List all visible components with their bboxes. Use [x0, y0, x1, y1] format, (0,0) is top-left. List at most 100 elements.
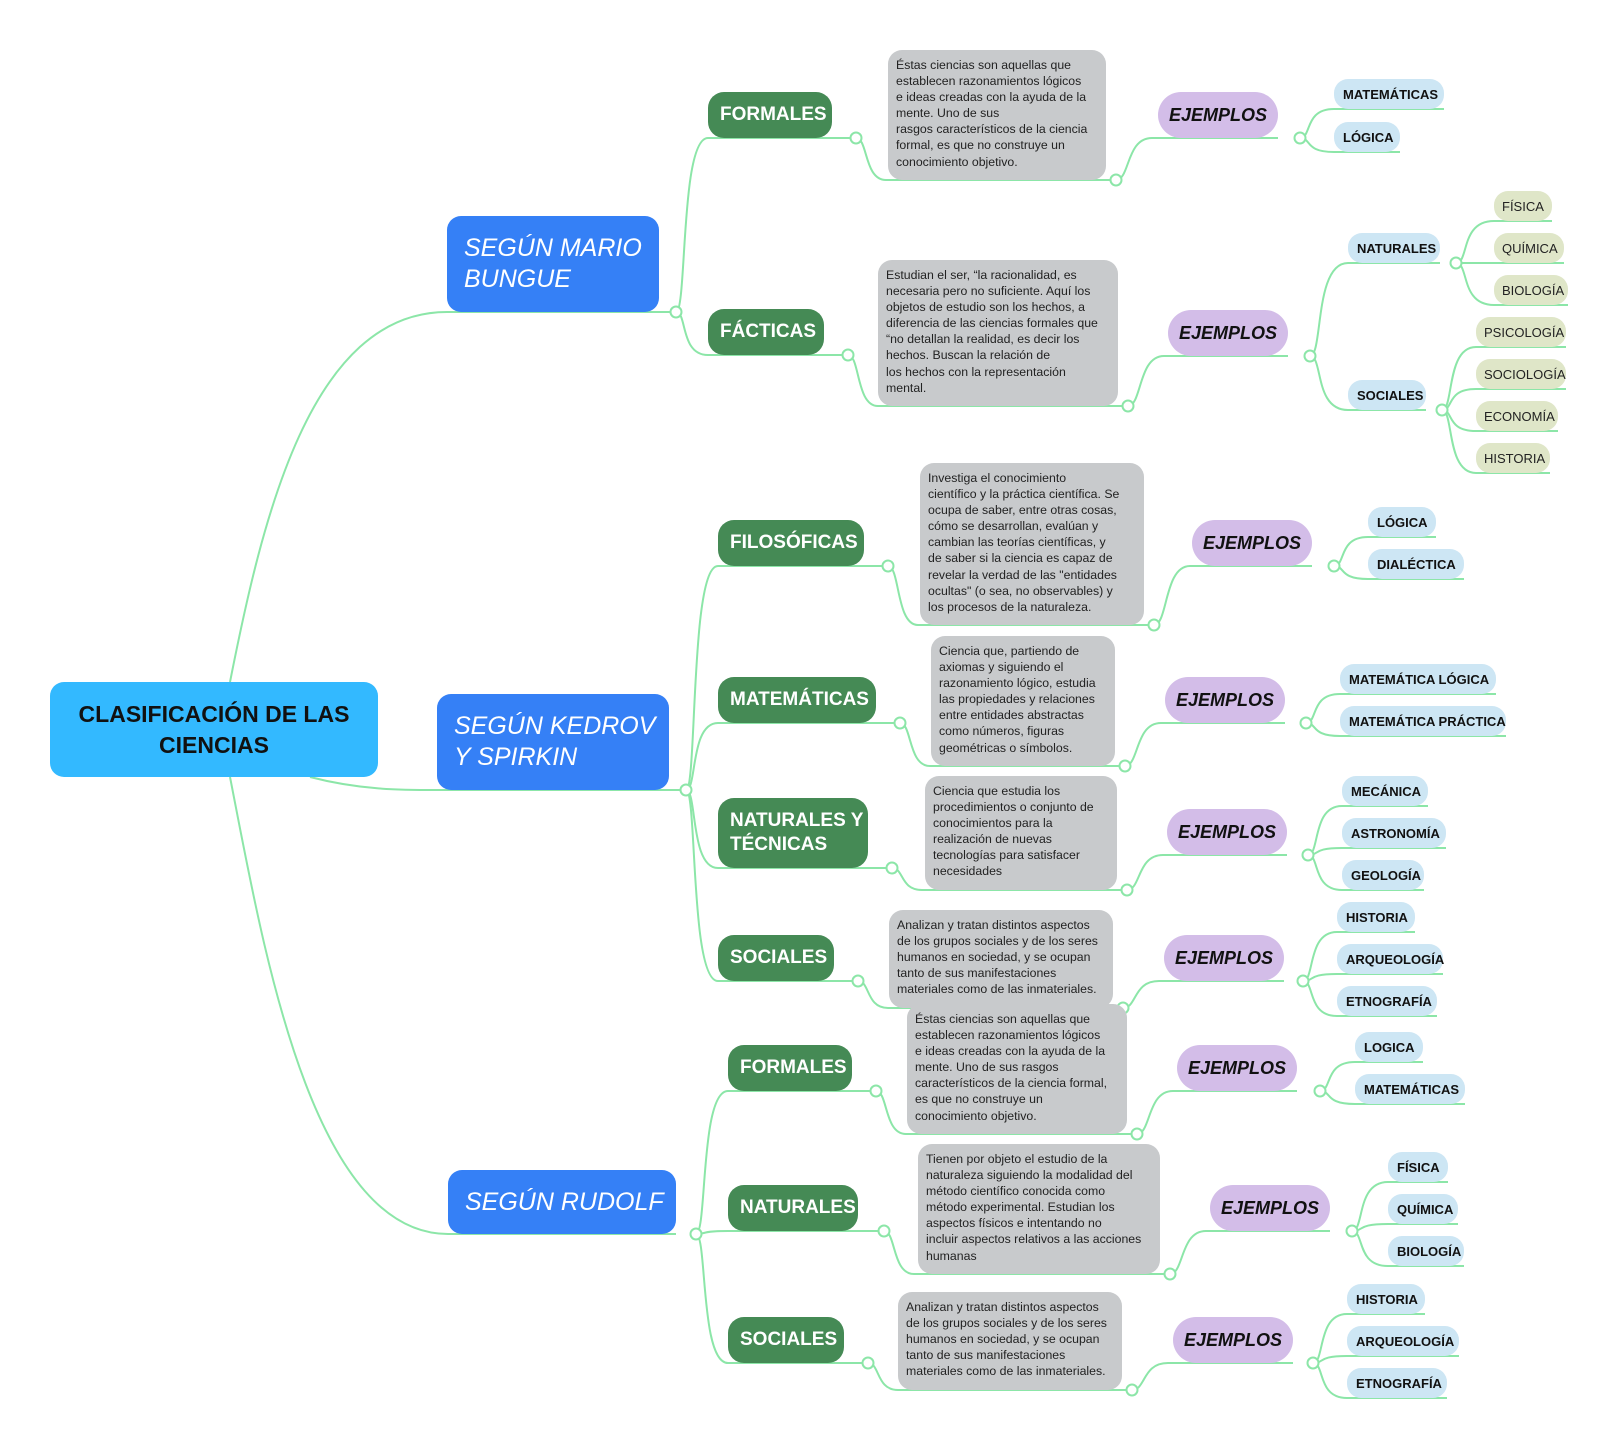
collapse-dot: [861, 1356, 875, 1370]
ejemplos-kedrov-sociales[interactable]: EJEMPLOS: [1164, 935, 1284, 981]
ejemplos-line: [1131, 1362, 1293, 1391]
leaf-rudolf-etnografia[interactable]: ETNOGRAFÍA: [1347, 1368, 1447, 1398]
leaf-kedrov-etnografia[interactable]: ETNOGRAFÍA: [1337, 986, 1437, 1016]
leaf-rudolf-arqueologia[interactable]: ARQUEOLOGÍA: [1347, 1326, 1459, 1356]
collapse-dot: [1327, 559, 1341, 573]
topic-bunge-facticas[interactable]: FÁCTICAS: [708, 309, 824, 355]
topic-kedrov-sociales[interactable]: SOCIALES: [718, 935, 834, 981]
collapse-dot: [1345, 1224, 1359, 1238]
collapse-dot: [1313, 1084, 1327, 1098]
leaf-kedrov-mecanica[interactable]: MECÁNICA: [1342, 776, 1428, 806]
collapse-dot: [893, 716, 907, 730]
leaf-rudolf-biologia[interactable]: BIOLOGÍA: [1388, 1236, 1464, 1266]
branch-line: [1351, 1223, 1458, 1232]
description-kedrov-sociales: Analizan y tratan distintos aspectos de …: [889, 910, 1113, 1008]
leaf-bunge-logica[interactable]: LÓGICA: [1334, 122, 1400, 152]
ejemplos-bunge-facticas[interactable]: EJEMPLOS: [1168, 310, 1288, 356]
root-topic[interactable]: CLASIFICACIÓN DE LAS CIENCIAS: [50, 682, 378, 777]
leaf-kedrov-arqueologia[interactable]: ARQUEOLOGÍA: [1337, 944, 1444, 974]
branch-line: [675, 137, 856, 313]
topic-kedrov-matematicas[interactable]: MATEMÁTICAS: [718, 677, 876, 723]
leaf-rudolf-quimica[interactable]: QUÍMICA: [1388, 1194, 1458, 1224]
leaf-kedrov-historia[interactable]: HISTORIA: [1337, 902, 1415, 932]
leaf-kedrov-logica[interactable]: LÓGICA: [1368, 507, 1436, 537]
collapse-dot: [1130, 1127, 1144, 1141]
collapse-dot: [1296, 974, 1310, 988]
collapse-dot: [885, 861, 899, 875]
collapse-dot: [877, 1224, 891, 1238]
ejemplos-line: [1126, 854, 1287, 891]
ejemplos-kedrov-naturales[interactable]: EJEMPLOS: [1167, 809, 1287, 855]
leaf-bunge-sociales[interactable]: SOCIALES: [1348, 380, 1426, 410]
collapse-dot: [841, 348, 855, 362]
branch-line: [685, 565, 888, 791]
collapse-dot: [1120, 883, 1134, 897]
branch-line: [695, 1230, 884, 1235]
ejemplos-rudolf-formales[interactable]: EJEMPLOS: [1177, 1045, 1297, 1091]
ejemplos-line: [1169, 1230, 1330, 1275]
topic-kedrov-naturales-tecnicas[interactable]: NATURALES Y TÉCNICAS: [718, 798, 868, 868]
collapse-dot: [869, 1084, 883, 1098]
description-rudolf-formales: Éstas ciencias son aquellas que establec…: [907, 1004, 1127, 1134]
ejemplos-bunge-formales[interactable]: EJEMPLOS: [1158, 92, 1278, 138]
collapse-dot: [849, 131, 863, 145]
collapse-dot: [1299, 716, 1313, 730]
ejemplos-line: [1115, 137, 1278, 181]
leaf-rudolf-logica[interactable]: LOGICA: [1355, 1032, 1423, 1062]
leaf-bunge-fisica[interactable]: FÍSICA: [1494, 191, 1552, 221]
description-bunge-facticas: Estudian el ser, “la racionalidad, es ne…: [878, 260, 1118, 406]
leaf-rudolf-historia[interactable]: HISTORIA: [1347, 1284, 1425, 1314]
branch-line: [695, 1233, 868, 1364]
topic-rudolf[interactable]: SEGÚN RUDOLF: [448, 1170, 676, 1234]
topic-rudolf-sociales[interactable]: SOCIALES: [728, 1317, 844, 1363]
collapse-dot: [881, 559, 895, 573]
collapse-dot: [1125, 1383, 1139, 1397]
description-kedrov-naturales: Ciencia que estudia los procedimientos o…: [925, 776, 1117, 890]
leaf-kedrov-matematica-logica[interactable]: MATEMÁTICA LÓGICA: [1340, 664, 1496, 694]
collapse-dot: [1293, 131, 1307, 145]
leaf-kedrov-geologia[interactable]: GEOLOGÍA: [1342, 860, 1424, 890]
leaf-bunge-naturales[interactable]: NATURALES: [1348, 233, 1440, 263]
topic-kedrov-filosoficas[interactable]: FILOSÓFICAS: [718, 520, 864, 566]
root-to-kedrov: [309, 776, 686, 791]
collapse-dot: [1303, 349, 1317, 363]
topic-rudolf-formales[interactable]: FORMALES: [728, 1045, 852, 1091]
leaf-bunge-biologia[interactable]: BIOLOGÍA: [1494, 275, 1568, 305]
topic-bunge-formales[interactable]: FORMALES: [708, 92, 832, 138]
topic-bunge[interactable]: SEGÚN MARIO BUNGUE: [447, 216, 659, 312]
leaf-bunge-economia[interactable]: ECONOMÍA: [1476, 401, 1558, 431]
ejemplos-line: [1124, 722, 1285, 767]
description-kedrov-matematicas: Ciencia que, partiendo de axiomas y sigu…: [931, 636, 1115, 766]
collapse-dot: [1109, 173, 1123, 187]
branch-line: [695, 1090, 876, 1235]
topic-kedrov[interactable]: SEGÚN KEDROV Y SPIRKIN: [437, 694, 669, 790]
collapse-dot: [1147, 618, 1161, 632]
ejemplos-line: [1127, 355, 1288, 407]
leaf-kedrov-astronomia[interactable]: ASTRONOMÍA: [1342, 818, 1446, 848]
leaf-kedrov-dialectica[interactable]: DIALÉCTICA: [1368, 549, 1464, 579]
branch-line: [685, 722, 900, 791]
topic-rudolf-naturales[interactable]: NATURALES: [728, 1185, 858, 1231]
ejemplos-rudolf-sociales[interactable]: EJEMPLOS: [1173, 1317, 1293, 1363]
root-to-bunge: [229, 311, 676, 683]
leaf-bunge-historia[interactable]: HISTORIA: [1476, 443, 1550, 473]
collapse-dot: [1449, 256, 1463, 270]
ejemplos-kedrov-matematicas[interactable]: EJEMPLOS: [1165, 677, 1285, 723]
leaf-bunge-psicologia[interactable]: PSICOLOGÍA: [1476, 317, 1566, 347]
collapse-dot: [851, 974, 865, 988]
leaf-kedrov-matematica-practica[interactable]: MATEMÁTICA PRÁCTICA: [1340, 706, 1506, 736]
leaf-bunge-matematicas[interactable]: MATEMÁTICAS: [1334, 79, 1444, 109]
collapse-dot: [1163, 1267, 1177, 1281]
branch-line: [1307, 847, 1446, 856]
leaf-rudolf-fisica[interactable]: FÍSICA: [1388, 1152, 1448, 1182]
collapse-dot: [1118, 759, 1132, 773]
ejemplos-rudolf-naturales[interactable]: EJEMPLOS: [1210, 1185, 1330, 1231]
description-rudolf-naturales: Tienen por objeto el estudio de la natur…: [918, 1144, 1160, 1274]
branch-line: [1309, 262, 1440, 357]
leaf-bunge-sociologia[interactable]: SOCIOLOGÍA: [1476, 359, 1566, 389]
leaf-rudolf-matematicas[interactable]: MATEMÁTICAS: [1355, 1074, 1465, 1104]
leaf-bunge-quimica[interactable]: QUÍMICA: [1494, 233, 1564, 263]
description-kedrov-filosoficas: Investiga el conocimiento científico y l…: [920, 463, 1144, 625]
ejemplos-kedrov-filosoficas[interactable]: EJEMPLOS: [1192, 520, 1312, 566]
